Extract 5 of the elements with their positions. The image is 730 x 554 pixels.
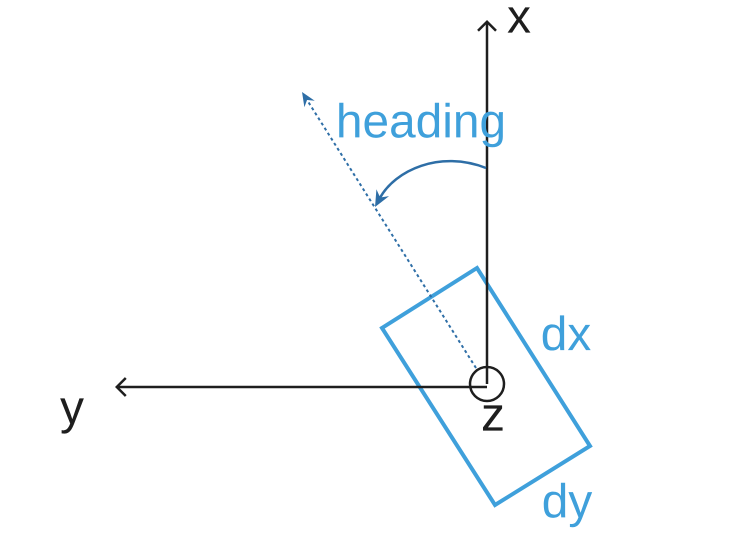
axis-label: z [482,405,503,431]
axis-label: x [508,7,530,33]
dimension-label: dy [544,482,592,528]
axis-label: y [60,398,84,434]
dimension-label: dx [542,315,591,351]
